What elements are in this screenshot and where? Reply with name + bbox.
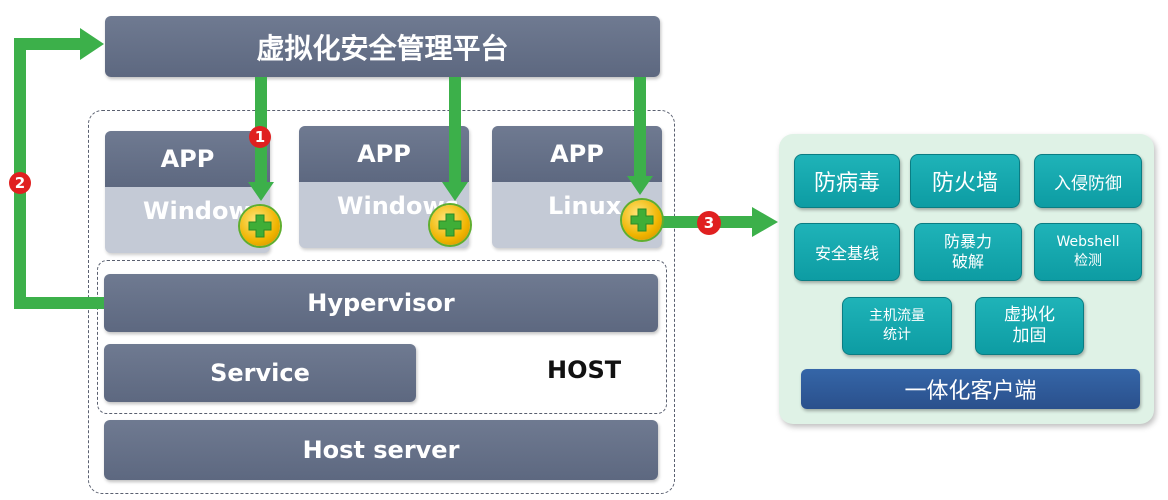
feature-label: 安全基线 [814,244,879,263]
feature-firewall: 防火墙 [910,154,1020,208]
vm-os-label: Linux [548,192,622,220]
hypervisor-box: Hypervisor [104,274,658,332]
feature-label: Webshell 检测 [1056,234,1120,269]
hypervisor-label: Hypervisor [307,289,455,317]
feature-label: 主机流量 统计 [869,308,925,343]
agent-plugin-icon [430,205,470,245]
service-label: Service [210,359,310,387]
agent-plugin-icon [240,206,280,246]
service-box: Service [104,344,416,402]
vm-box-1: APP Windows [105,131,270,253]
feature-label: 防暴力 破解 [943,232,992,271]
vm-box-2: APP Windows [299,126,469,248]
platform-title: 虚拟化安全管理平台 [256,31,509,65]
vm-app-label: APP [492,126,662,182]
step-badge-2: 2 [9,172,31,194]
integrated-client-bar: 一体化客户端 [801,369,1140,409]
host-frame [97,260,667,414]
feature-label: 防病毒 [813,171,880,196]
feature-security-baseline: 安全基线 [794,223,900,281]
step-badge-3: 3 [697,211,721,235]
feature-webshell-detection: Webshell 检测 [1034,223,1142,281]
feature-intrusion-prevention: 入侵防御 [1034,154,1142,208]
feature-host-traffic-stats: 主机流量 统计 [842,297,952,355]
integrated-client-label: 一体化客户端 [904,379,1037,404]
feature-label: 入侵防御 [1054,173,1122,194]
feature-label: 虚拟化 加固 [1004,305,1055,346]
host-server-box: Host server [104,420,658,480]
vm-app-label: APP [105,131,270,187]
vm-app-label: APP [299,126,469,182]
host-label: HOST [547,356,622,384]
feature-virtualization-hardening: 虚拟化 加固 [975,297,1084,355]
step-badge-1: 1 [249,126,271,148]
feature-label: 防火墙 [931,171,998,196]
management-platform-box: 虚拟化安全管理平台 [105,16,660,77]
feature-anti-brute-force: 防暴力 破解 [914,223,1022,281]
arrow-step-2 [14,38,104,309]
agent-plugin-icon [622,200,662,240]
host-server-label: Host server [302,436,460,464]
vm-box-3: APP Linux [492,126,662,248]
feature-antivirus: 防病毒 [794,154,900,208]
